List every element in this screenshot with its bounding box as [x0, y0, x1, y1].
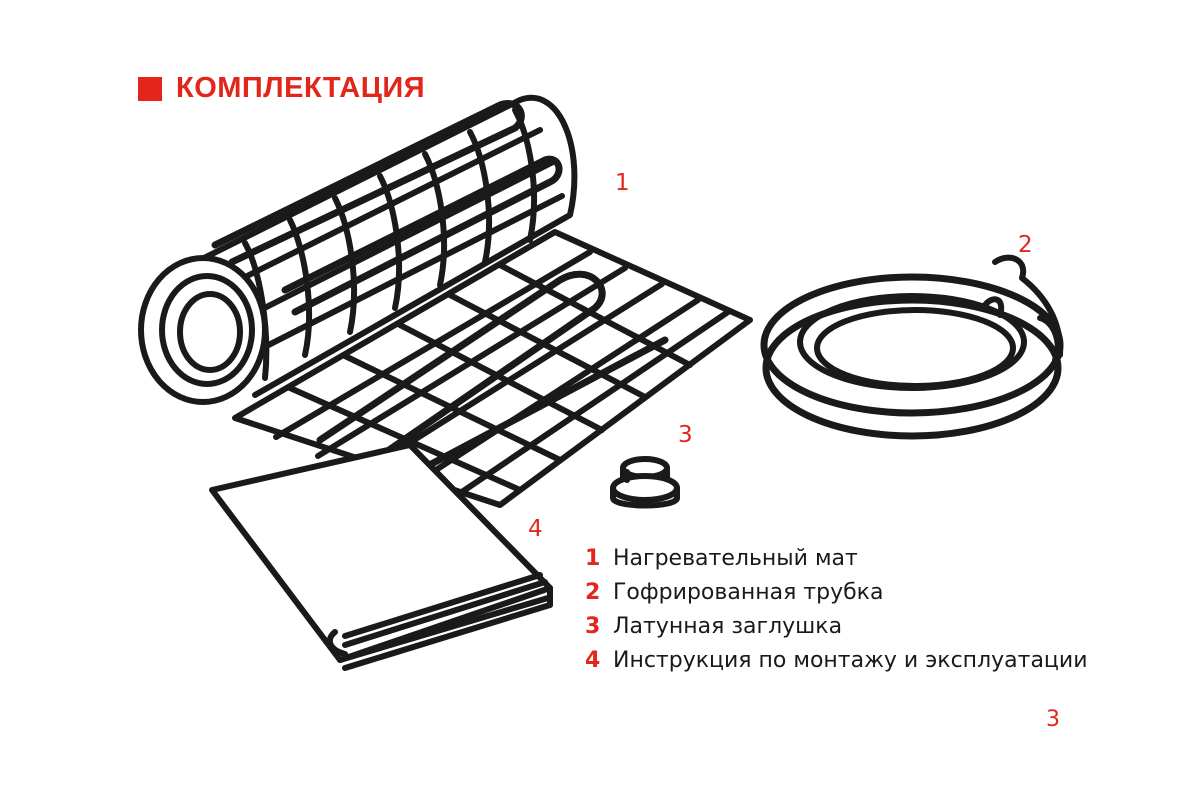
legend-text: Латунная заглушка [613, 614, 843, 639]
callout-tube: 2 [1018, 232, 1033, 258]
legend-item: 4 Инструкция по монтажу и эксплуатации [585, 648, 1088, 682]
legend-text: Нагревательный мат [613, 546, 858, 571]
corrugated-tube-coil-icon [760, 254, 1064, 440]
legend-text: Инструкция по монтажу и эксплуатации [613, 648, 1088, 673]
callout-mat: 1 [615, 170, 630, 196]
callout-plug: 3 [678, 422, 693, 448]
section-title: КОМПЛЕКТАЦИЯ [176, 72, 426, 104]
section-heading: КОМПЛЕКТАЦИЯ [138, 72, 425, 105]
legend-item: 2 Гофрированная трубка [585, 580, 1088, 614]
legend-number: 4 [585, 648, 601, 673]
folded-manual-icon [209, 442, 553, 671]
legend-number: 1 [585, 546, 601, 571]
legend-number: 3 [585, 614, 601, 639]
red-square-icon [138, 76, 162, 101]
heating-mat-roll-icon [138, 94, 753, 508]
callout-manual: 4 [528, 516, 543, 542]
legend-item: 1 Нагревательный мат [585, 546, 1088, 580]
brass-plug-icon [610, 456, 680, 509]
page-number: 3 [1046, 707, 1060, 732]
legend-number: 2 [585, 580, 601, 605]
legend-text: Гофрированная трубка [613, 580, 884, 605]
legend-item: 3 Латунная заглушка [585, 614, 1088, 648]
components-legend: 1 Нагревательный мат 2 Гофрированная тру… [585, 546, 1088, 682]
